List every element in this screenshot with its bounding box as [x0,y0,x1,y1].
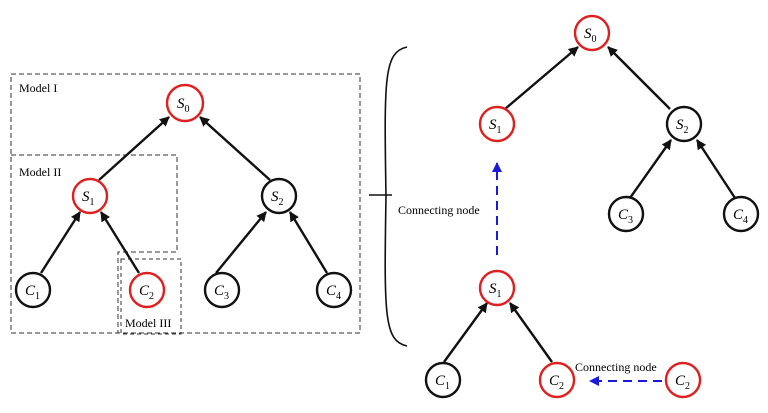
node-left-c3: C3 [203,271,241,309]
node-left-s1: S1 [71,177,109,215]
svg-text:C1: C1 [435,373,450,392]
node-right-c3: C3 [607,195,645,233]
model-3-label: Model III [125,316,171,330]
edge-c4-s2-right [695,139,737,199]
model-1-label: Model I [19,81,57,95]
node-right-s1-bottom: S1 [478,269,516,307]
svg-text:S2: S2 [676,117,689,136]
node-left-c1: C1 [14,271,52,309]
svg-text:S2: S2 [271,189,284,208]
edge-s1-s0-right [504,46,579,110]
svg-text:C3: C3 [214,283,229,302]
edge-c4-s2-left [288,211,329,274]
svg-text:S0: S0 [177,96,190,115]
svg-text:C4: C4 [326,283,341,302]
edge-s2-s0-right [607,46,671,110]
edge-c1-s1-left [39,211,82,274]
node-left-s0: S0 [165,83,205,123]
svg-text:S1: S1 [489,281,502,300]
svg-text:C2: C2 [675,373,690,392]
curly-brace [384,46,408,347]
edge-c3-s2-right [629,139,672,199]
svg-text:C2: C2 [549,373,564,392]
node-right-c2-extra: C2 [664,361,702,399]
node-left-s2: S2 [260,177,298,215]
edge-c3-s2-left [215,211,267,274]
edge-c2-s1-right [509,302,553,363]
node-left-c2: C2 [128,271,166,309]
node-right-s2: S2 [665,105,703,143]
connecting-node-label-horizontal: Connecting node [575,360,657,374]
edge-s2-s0-left [199,116,271,181]
model-3-box [120,258,182,335]
svg-text:C2: C2 [139,283,154,302]
node-right-c2: C2 [538,361,576,399]
edge-c2-s1-left [99,211,141,274]
connecting-node-label-vertical: Connecting node [398,203,480,217]
svg-text:C1: C1 [25,283,40,302]
node-right-s1-top: S1 [478,105,516,143]
model-2-box [11,154,178,333]
node-right-c1: C1 [424,361,462,399]
svg-text:S1: S1 [489,117,502,136]
node-right-c4: C4 [722,195,760,233]
svg-text:S1: S1 [82,189,95,208]
svg-text:C3: C3 [618,207,633,226]
edge-c1-s1-right [443,302,488,363]
node-left-c4: C4 [315,271,353,309]
node-right-s0: S0 [573,14,611,52]
edge-s1-s0-left [98,116,170,181]
model-2-label: Model II [19,165,61,179]
svg-text:C4: C4 [733,207,748,226]
svg-text:S0: S0 [584,26,597,45]
